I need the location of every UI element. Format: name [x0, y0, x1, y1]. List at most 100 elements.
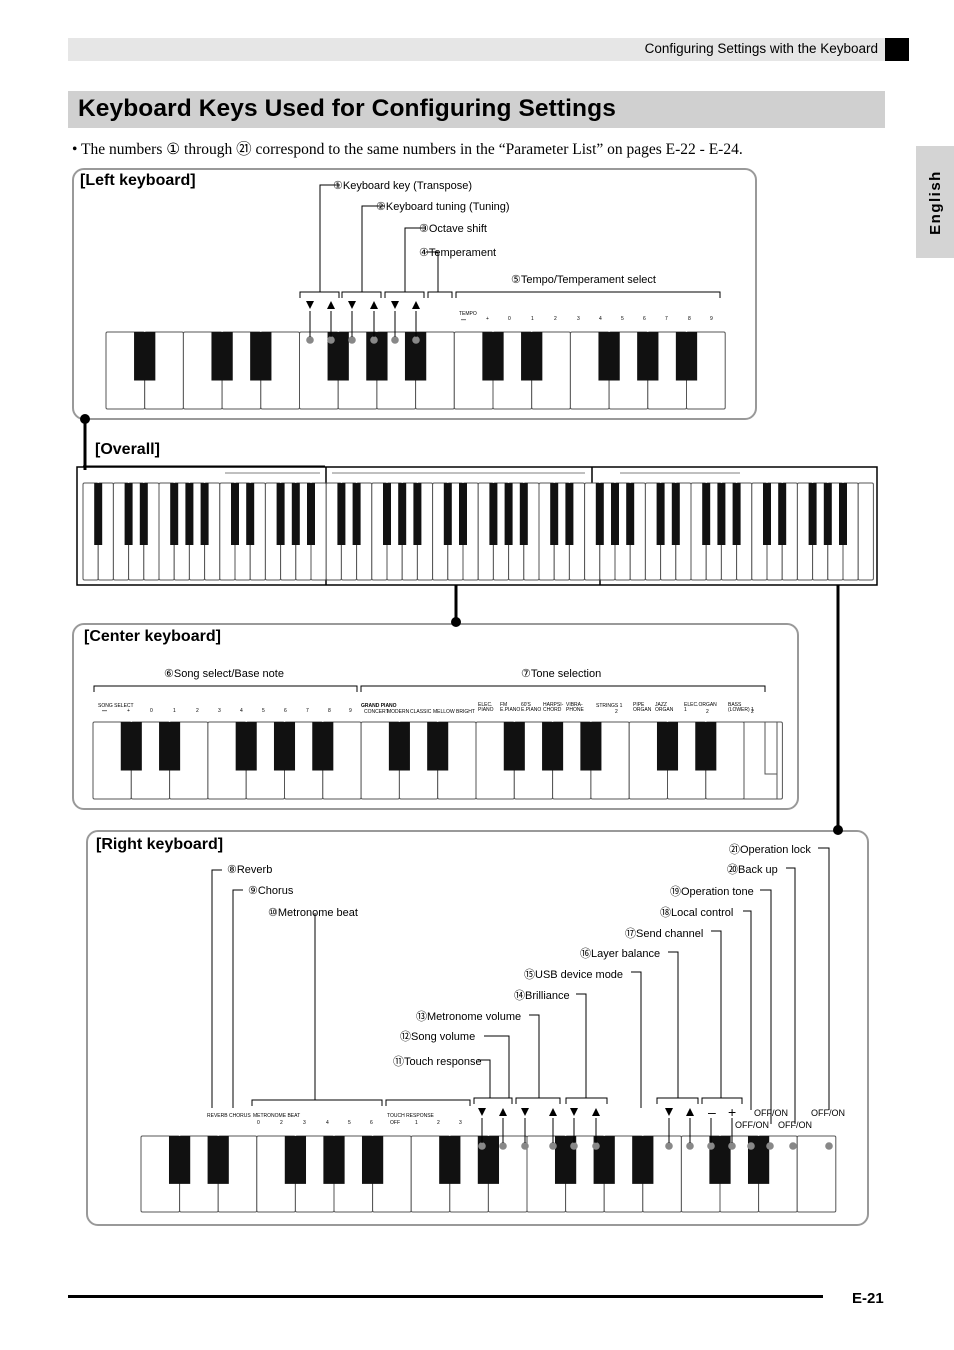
- right-keyboard-black-key: [323, 1136, 345, 1184]
- right-keyboard-black-key: [168, 1136, 191, 1184]
- overall-keyboard-black-key: [352, 483, 361, 545]
- print-modern: MODERN: [387, 709, 410, 715]
- arrow-bracket: [341, 291, 382, 298]
- key-dot: [521, 1142, 529, 1150]
- print-tempo-2: 2: [554, 316, 557, 322]
- print-offon-4: OFF/ON: [811, 1108, 845, 1118]
- overall-frame: [76, 466, 878, 586]
- arrow-bracket: [515, 1097, 561, 1104]
- center-keyboard-black-key: [542, 722, 564, 771]
- key-dot: [391, 336, 399, 344]
- print-classic: CLASSIC: [410, 709, 432, 715]
- key-dot: [570, 1142, 578, 1150]
- print-vibraphone: VIBRA-PHONE: [566, 702, 584, 713]
- center-keyboard-black-key: [580, 722, 602, 771]
- center-keyboard-title: [Center keyboard]: [84, 628, 221, 645]
- label-touch-response: ⑪Touch response: [393, 1056, 482, 1068]
- overall-keyboard-black-key: [519, 483, 528, 545]
- print-tempo-3: 3: [577, 316, 580, 322]
- overall-keyboard-black-key: [413, 483, 422, 545]
- overall-keyboard-black-key: [702, 483, 711, 545]
- beat-bracket: [251, 1099, 383, 1106]
- print-tempo-plus: +: [486, 316, 489, 322]
- key-dot: [327, 336, 335, 344]
- page-title: Keyboard Keys Used for Configuring Setti…: [78, 95, 616, 122]
- label-local-control: ⑱Local control: [660, 907, 734, 919]
- left-keyboard-black-key: [598, 332, 620, 381]
- left-keyboard-title: [Left keyboard]: [80, 172, 196, 189]
- key-dot: [766, 1142, 774, 1150]
- overall-keyboard-black-key: [671, 483, 680, 545]
- key-dot: [707, 1142, 715, 1150]
- overall-keyboard-black-key: [124, 483, 133, 545]
- print-offon-2: OFF/ON: [735, 1120, 769, 1130]
- print-song-9: 9: [349, 708, 352, 714]
- label-metronome-beat: ⑩Metronome beat: [268, 907, 358, 919]
- label-reverb: ⑧Reverb: [227, 864, 273, 876]
- center-keyboard-black-key: [235, 722, 257, 771]
- left-keyboard-black-key: [404, 332, 427, 381]
- key-dot: [728, 1142, 736, 1150]
- overall-keyboard-black-key: [337, 483, 346, 545]
- key-dot: [592, 1142, 600, 1150]
- overall-keyboard-black-key: [291, 483, 300, 545]
- print-metronome-beat: METRONOME BEAT: [253, 1113, 301, 1119]
- print-beat-3: 3: [303, 1120, 306, 1126]
- up-arrow-icon: [327, 301, 335, 309]
- print-song-1: 1: [173, 708, 176, 714]
- up-arrow-icon: [592, 1108, 600, 1116]
- print-strings: STRINGS 1: [596, 703, 623, 709]
- center-keyboard-black-key: [695, 722, 717, 771]
- down-arrow-icon: [570, 1108, 578, 1116]
- overall-keyboard-black-key: [550, 483, 559, 545]
- arrow-bracket: [427, 291, 453, 298]
- overall-keyboard-black-key: [231, 483, 239, 545]
- print-song-4: 4: [240, 708, 243, 714]
- left-keyboard-black-key: [134, 332, 156, 381]
- overall-keyboard-black-key: [823, 483, 832, 545]
- overall-keyboard-black-key: [489, 483, 498, 545]
- key-dot: [665, 1142, 673, 1150]
- overall-keyboard-black-key: [565, 483, 574, 545]
- overall-keyboard-black-key: [778, 483, 787, 545]
- leader-line: [426, 251, 439, 292]
- key-dot: [348, 336, 356, 344]
- right-keyboard-black-key: [207, 1136, 229, 1184]
- overall-keyboard-black-key: [656, 483, 665, 545]
- arrow-bracket: [473, 1097, 513, 1104]
- print-touch-off: OFF: [390, 1120, 400, 1126]
- right-keyboard-black-key: [284, 1136, 307, 1184]
- print-reverb: REVERB: [207, 1113, 228, 1119]
- leader-line: [404, 227, 426, 292]
- print-plus: +: [728, 1104, 737, 1120]
- song-bracket: [93, 685, 358, 692]
- print-touch-2: 2: [437, 1120, 440, 1126]
- label-temperament: ④Temperament: [419, 247, 497, 259]
- print-elec-organ-2: 2: [706, 709, 709, 715]
- right-keyboard-black-key: [709, 1136, 731, 1184]
- connector-dot: [451, 617, 461, 627]
- print-bass-lower-2: 2: [751, 709, 754, 715]
- overall-keyboard-black-key: [139, 483, 148, 545]
- right-keyboard-black-key: [439, 1136, 461, 1184]
- language-tab: [916, 146, 954, 258]
- down-arrow-icon: [665, 1108, 673, 1116]
- print-elec-piano: ELEC. PIANO: [478, 702, 494, 713]
- center-keyboard-black-key: [427, 722, 449, 771]
- left-keyboard-black-key: [482, 332, 504, 381]
- overall-keyboard-black-key: [808, 483, 817, 545]
- print-concert: CONCERT: [364, 709, 389, 715]
- left-keyboard-black-key: [366, 332, 388, 381]
- page-number: E-21: [852, 1290, 884, 1307]
- center-keyboard-black-key: [273, 722, 296, 771]
- print-elec-organ: ELEC.ORGAN 1: [684, 702, 717, 713]
- print-song-plus: +: [127, 708, 130, 714]
- overall-keyboard-black-key: [276, 483, 285, 545]
- label-song-select: ⑥Song select/Base note: [164, 668, 284, 680]
- arrow-bracket: [384, 291, 425, 298]
- key-dot: [370, 336, 378, 344]
- overall-keyboard-black-key: [626, 483, 635, 545]
- label-brilliance: ⑭Brilliance: [514, 990, 570, 1002]
- label-song-volume: ⑫Song volume: [400, 1031, 476, 1043]
- print-fm-epiano: FM E.PIANO: [500, 702, 521, 713]
